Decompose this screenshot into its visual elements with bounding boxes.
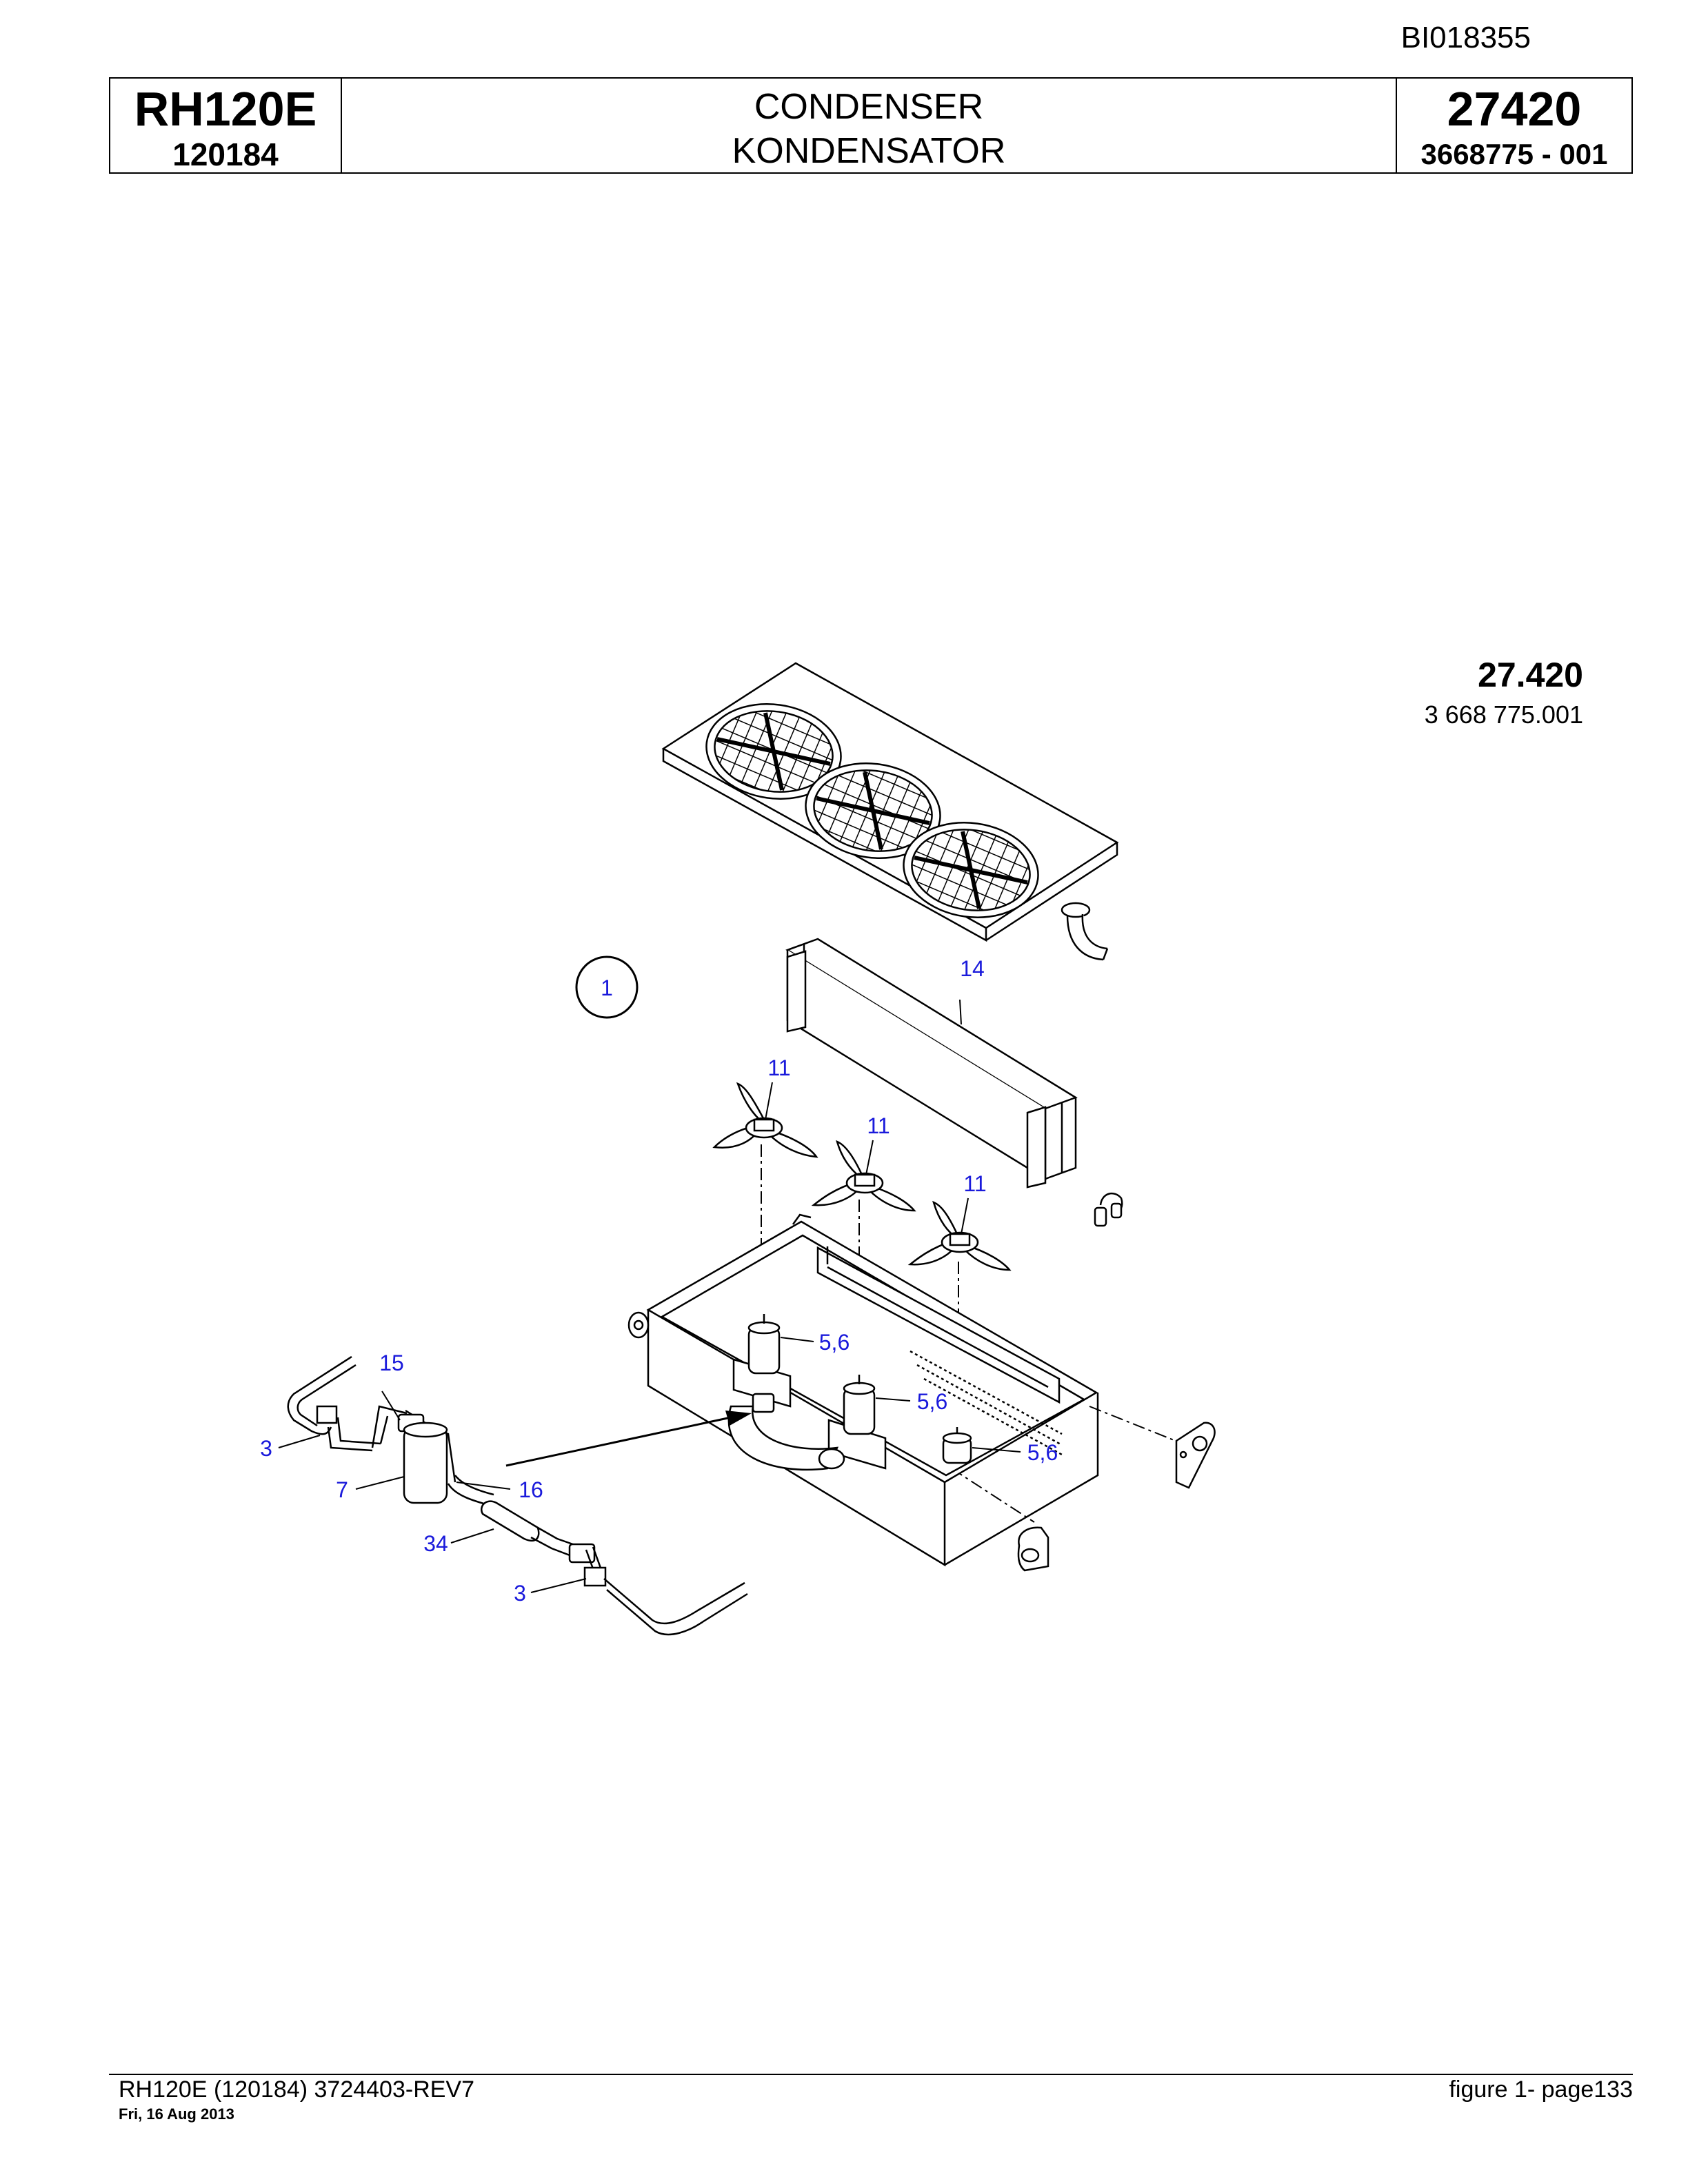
callout-11-b: 11: [867, 1113, 890, 1138]
title-english: CONDENSER: [754, 87, 984, 127]
callout-5-6-c: 5,6: [1027, 1440, 1058, 1465]
group-marker-label: 1: [601, 975, 613, 1000]
title-cell: CONDENSER KONDENSATOR: [342, 79, 1397, 172]
page-code: 27420: [1447, 82, 1582, 136]
page-code-cell: 27420 3668775 - 001: [1397, 79, 1631, 172]
fan-1: [712, 1082, 818, 1158]
callout-3-b: 3: [514, 1581, 526, 1606]
pointer-arrow: [505, 1410, 752, 1467]
footer-rule: [109, 2074, 1633, 2075]
callout-5-6-b: 5,6: [917, 1389, 947, 1414]
callout-5-6-a: 5,6: [819, 1330, 850, 1355]
fan-grille-1: [705, 703, 842, 800]
group-marker: 1: [575, 956, 639, 1019]
figure-number: 27.420: [1478, 656, 1583, 694]
model-name: RH120E: [134, 82, 317, 136]
title-block: RH120E 120184 CONDENSER KONDENSATOR 2742…: [109, 77, 1633, 174]
mounting-bracket-bottom: [1017, 1526, 1049, 1572]
part-number: 3668775 - 001: [1420, 138, 1608, 170]
condenser-housing: [627, 1213, 1099, 1567]
condenser-core: [785, 938, 1078, 1189]
mounting-bracket-right: [1175, 1422, 1216, 1489]
document-id: BI018355: [1400, 21, 1531, 54]
fan-cover-plate: [661, 662, 1119, 942]
figure-part-number: 3 668 775.001: [1424, 700, 1583, 729]
hose-elbow: [1061, 902, 1109, 961]
callout-7: 7: [336, 1477, 348, 1502]
refrigerant-pipe-assembly: [287, 1355, 748, 1636]
callout-16: 16: [519, 1477, 543, 1502]
fan-motor-2: [827, 1375, 887, 1470]
model-cell: RH120E 120184: [110, 79, 342, 172]
callout-11-a: 11: [767, 1055, 790, 1080]
title-german: KONDENSATOR: [732, 131, 1006, 171]
footer-page-ref: figure 1- page133: [1449, 2076, 1633, 2103]
fan-motor-1: [732, 1314, 792, 1408]
serial-number: 120184: [172, 136, 279, 172]
callout-34: 34: [423, 1531, 448, 1556]
footer-document-ref: RH120E (120184) 3724403-REV7: [119, 2076, 475, 2103]
electrical-connector: [1094, 1192, 1123, 1227]
callout-14: 14: [960, 956, 985, 981]
fan-grille-2: [805, 762, 941, 859]
drain-duct: [727, 1393, 845, 1471]
fan-3: [907, 1200, 1012, 1271]
callout-11-c: 11: [963, 1171, 986, 1196]
callout-3-a: 3: [260, 1436, 272, 1461]
fan-motor-3: [942, 1427, 972, 1464]
callout-15: 15: [379, 1351, 404, 1375]
fan-2: [811, 1140, 916, 1212]
footer-date: Fri, 16 Aug 2013: [119, 2105, 234, 2123]
fan-grille-3: [903, 822, 1039, 918]
